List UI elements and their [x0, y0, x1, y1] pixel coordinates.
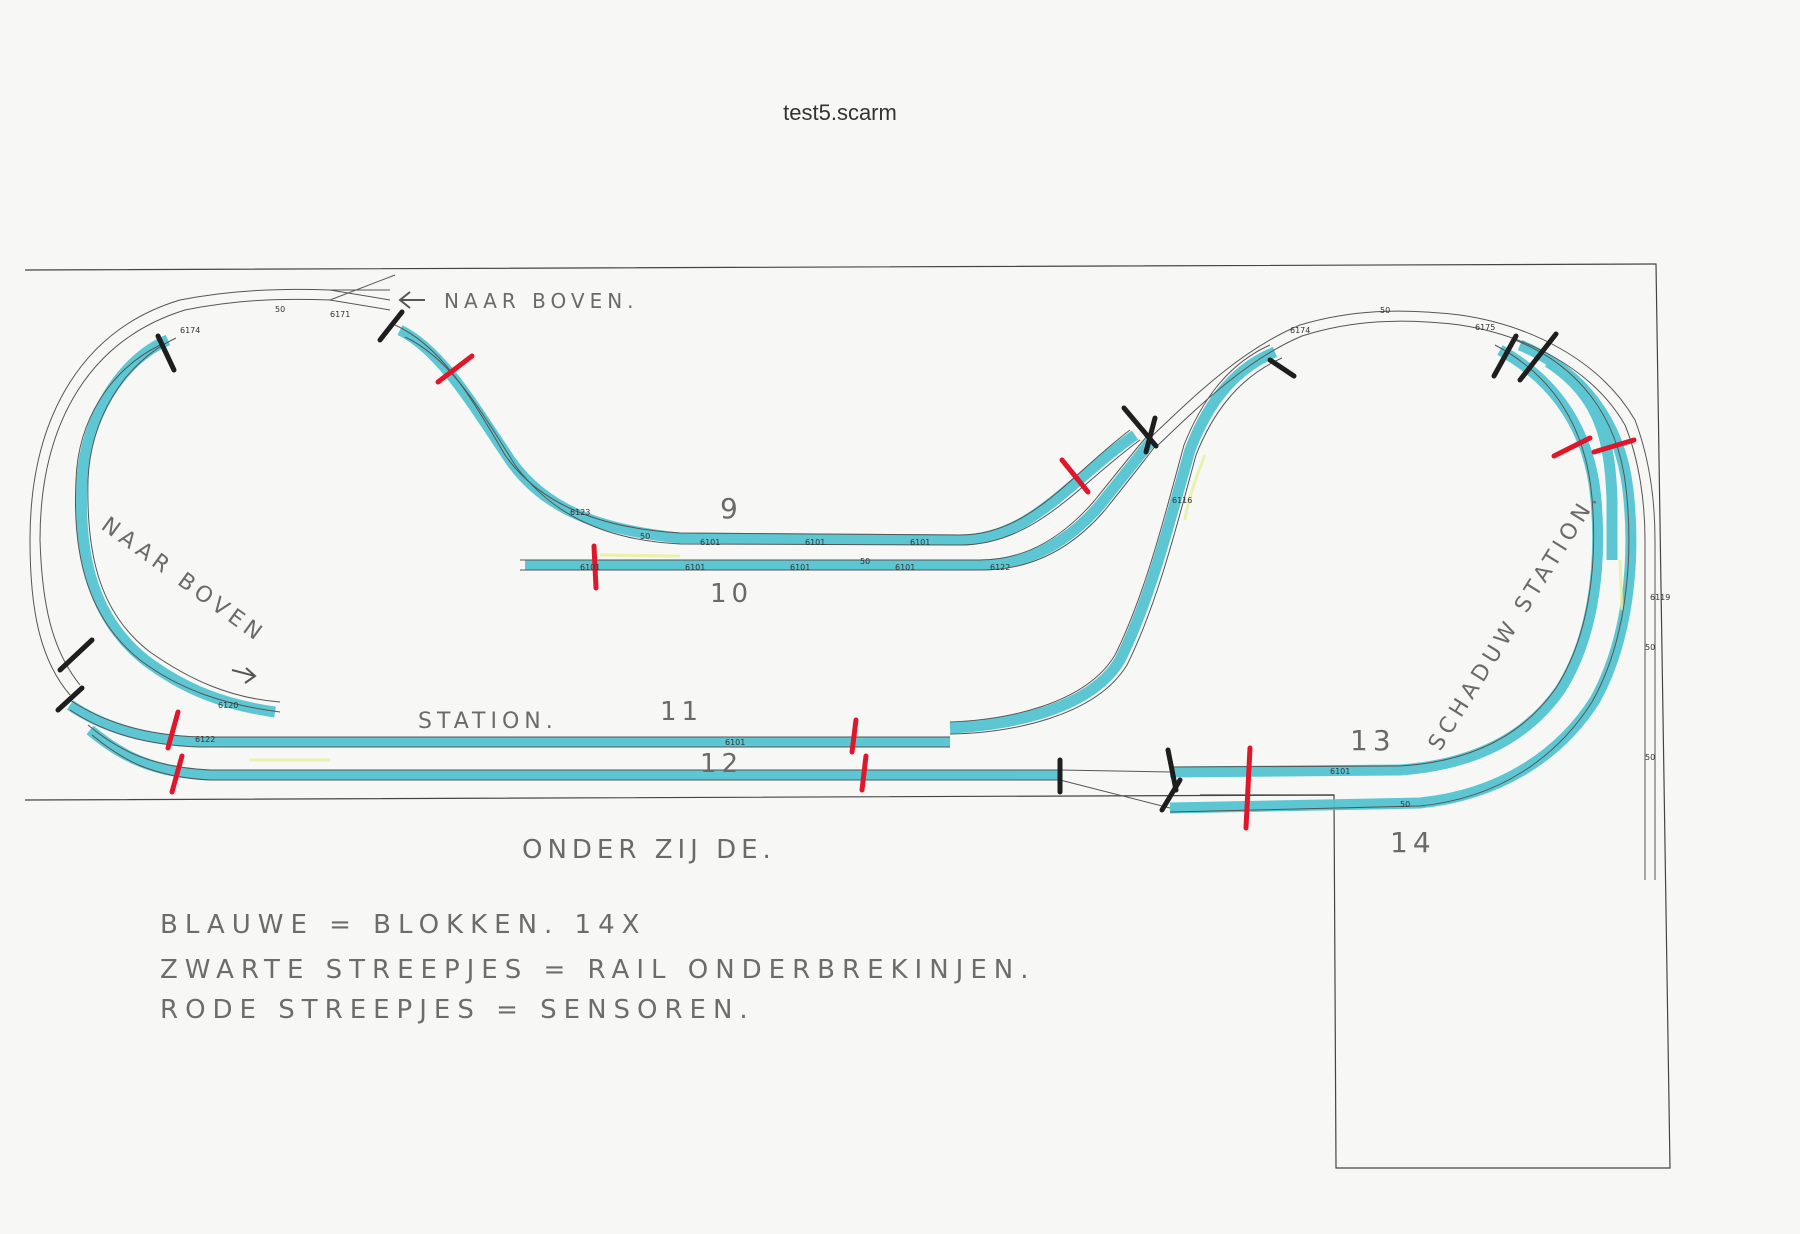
part-number: 6101	[805, 538, 825, 547]
arrow-icon	[231, 667, 257, 684]
sensor-mark	[1243, 745, 1253, 831]
block-number-10: 10	[710, 579, 753, 609]
part-number: 6120	[218, 701, 238, 710]
block-number-11: 11	[660, 697, 703, 727]
part-number: 6122	[990, 563, 1010, 572]
label-station: STATION.	[418, 709, 558, 734]
block-12	[86, 725, 1060, 781]
legend-line-2: ZWARTE STREEPJES = RAIL ONDERBREKINJEN.	[160, 955, 1036, 985]
sensor-mark	[859, 753, 869, 793]
part-number: 6101	[1330, 767, 1350, 776]
isolation-mark	[1143, 415, 1158, 455]
rails	[29, 274, 1656, 880]
rail-isolations	[55, 309, 1559, 813]
label-naar-boven-top: NAAR BOVEN.	[444, 289, 639, 313]
isolation-mark	[1165, 747, 1179, 793]
part-number: 6101	[910, 538, 930, 547]
isolation-mark	[55, 685, 85, 713]
part-number: 6119	[1650, 593, 1670, 602]
sensor-mark	[1059, 457, 1091, 495]
part-number: 50	[1645, 643, 1655, 652]
sensor-mark	[435, 353, 475, 385]
block-left-loop	[75, 334, 276, 718]
part-number: 6171	[330, 310, 350, 319]
sensor-mark	[849, 717, 859, 755]
part-number: 6123	[570, 508, 590, 517]
block-11	[66, 700, 950, 748]
block-number-9: 9	[720, 492, 743, 525]
sensors	[165, 353, 1637, 831]
part-number: 50	[640, 532, 650, 541]
highlight-strokes	[250, 454, 1624, 762]
part-number: 6101	[895, 563, 915, 572]
block-number-12: 12	[700, 749, 743, 779]
part-number: 50	[1400, 800, 1410, 809]
board-outline	[24, 263, 1671, 1169]
isolation-mark	[155, 333, 177, 373]
part-number: 50	[1380, 306, 1390, 315]
block-13	[1169, 345, 1604, 778]
part-number: 6122	[195, 735, 215, 744]
arrow-icon	[398, 291, 425, 309]
isolation-mark	[1159, 777, 1183, 813]
sensor-mark	[1551, 435, 1593, 459]
label-onderzijde: ONDER ZIJ DE.	[522, 835, 776, 865]
part-number: 6101	[725, 738, 745, 747]
block-14	[1169, 339, 1637, 814]
isolation-mark	[1517, 331, 1559, 383]
part-number: 6101	[790, 563, 810, 572]
sensor-mark	[165, 709, 181, 751]
sensor-mark	[169, 753, 185, 795]
part-number: 6101	[580, 563, 600, 572]
part-number: 50	[860, 557, 870, 566]
label-naar-boven-left: NAAR BOVEN	[96, 513, 270, 649]
part-number: 6101	[685, 563, 705, 572]
sensor-mark	[1591, 437, 1637, 455]
part-numbers: 6174 6171 6174 6175 6101 6101 6101 6101 …	[180, 305, 1670, 809]
legend-line-1: BLAUWE = BLOKKEN. 14X	[160, 910, 647, 940]
isolation-mark	[377, 309, 405, 343]
part-number: 50	[275, 305, 285, 314]
legend-line-3: RODE STREEPJES = SENSOREN.	[160, 995, 755, 1025]
page-title: test5.scarm	[783, 100, 897, 125]
part-number: 50	[1645, 753, 1655, 762]
sensor-mark	[591, 543, 599, 591]
part-number: 6174	[180, 326, 200, 335]
block-s-curve	[949, 346, 1278, 734]
part-number: 6101	[700, 538, 720, 547]
block-number-13: 13	[1350, 724, 1396, 757]
part-number: 6174	[1290, 326, 1310, 335]
isolation-mark	[57, 637, 95, 673]
block-right-middle	[1545, 357, 1618, 560]
part-number: 6175	[1475, 323, 1495, 332]
block-number-14: 14	[1390, 826, 1436, 859]
isolation-mark	[1267, 357, 1297, 379]
isolation-mark	[1491, 333, 1519, 379]
block-10	[525, 436, 1157, 571]
blue-blocks	[66, 325, 1637, 814]
block-9	[397, 325, 1139, 546]
part-number: 6116	[1172, 496, 1192, 505]
